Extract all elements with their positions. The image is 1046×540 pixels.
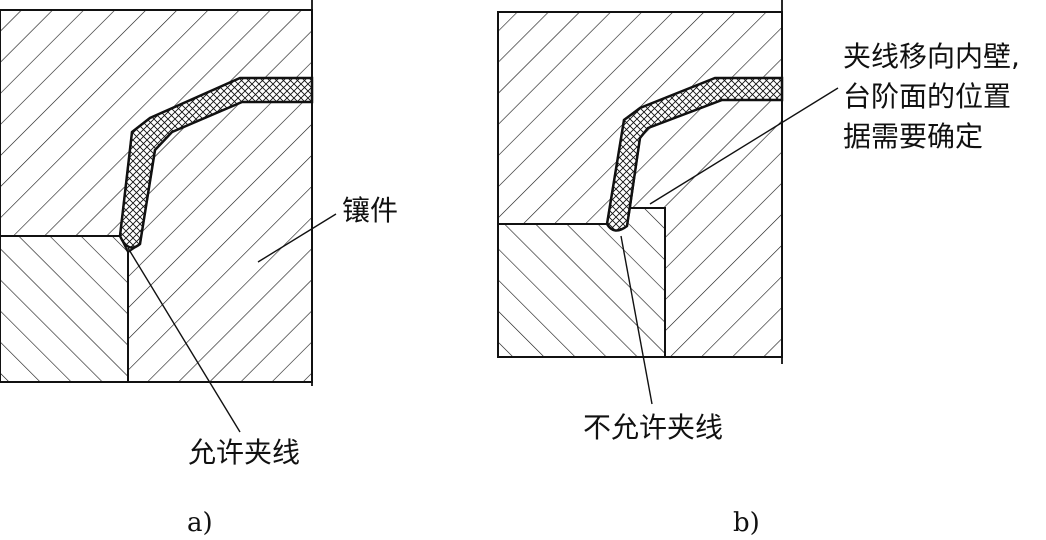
note-line-3-b: 据需要确定: [843, 120, 983, 153]
plastic-part-b: [605, 76, 784, 232]
note-line-1-b: 夹线移向内壁,: [843, 40, 1020, 73]
panel-b: 夹线移向内壁, 台阶面的位置 据需要确定 不允许夹线 b): [497, 0, 1020, 538]
parting-label-b: 不允许夹线: [583, 411, 723, 444]
leader-note-b: [649, 87, 839, 205]
lower-left-block-a: [0, 235, 129, 383]
leader-parting-a: [127, 247, 241, 433]
plastic-part-a: [118, 76, 314, 249]
parting-label-a: 允许夹线: [188, 436, 300, 469]
panel-a: 镶件 允许夹线 a): [0, 0, 398, 538]
leader-parting-b: [620, 235, 653, 405]
note-line-2-b: 台阶面的位置: [843, 80, 1011, 113]
caption-a: a): [187, 508, 213, 538]
insert-label-a: 镶件: [342, 194, 398, 227]
caption-b: b): [733, 508, 760, 538]
leader-insert-a: [257, 213, 337, 263]
lower-left-block-b: [497, 207, 666, 358]
